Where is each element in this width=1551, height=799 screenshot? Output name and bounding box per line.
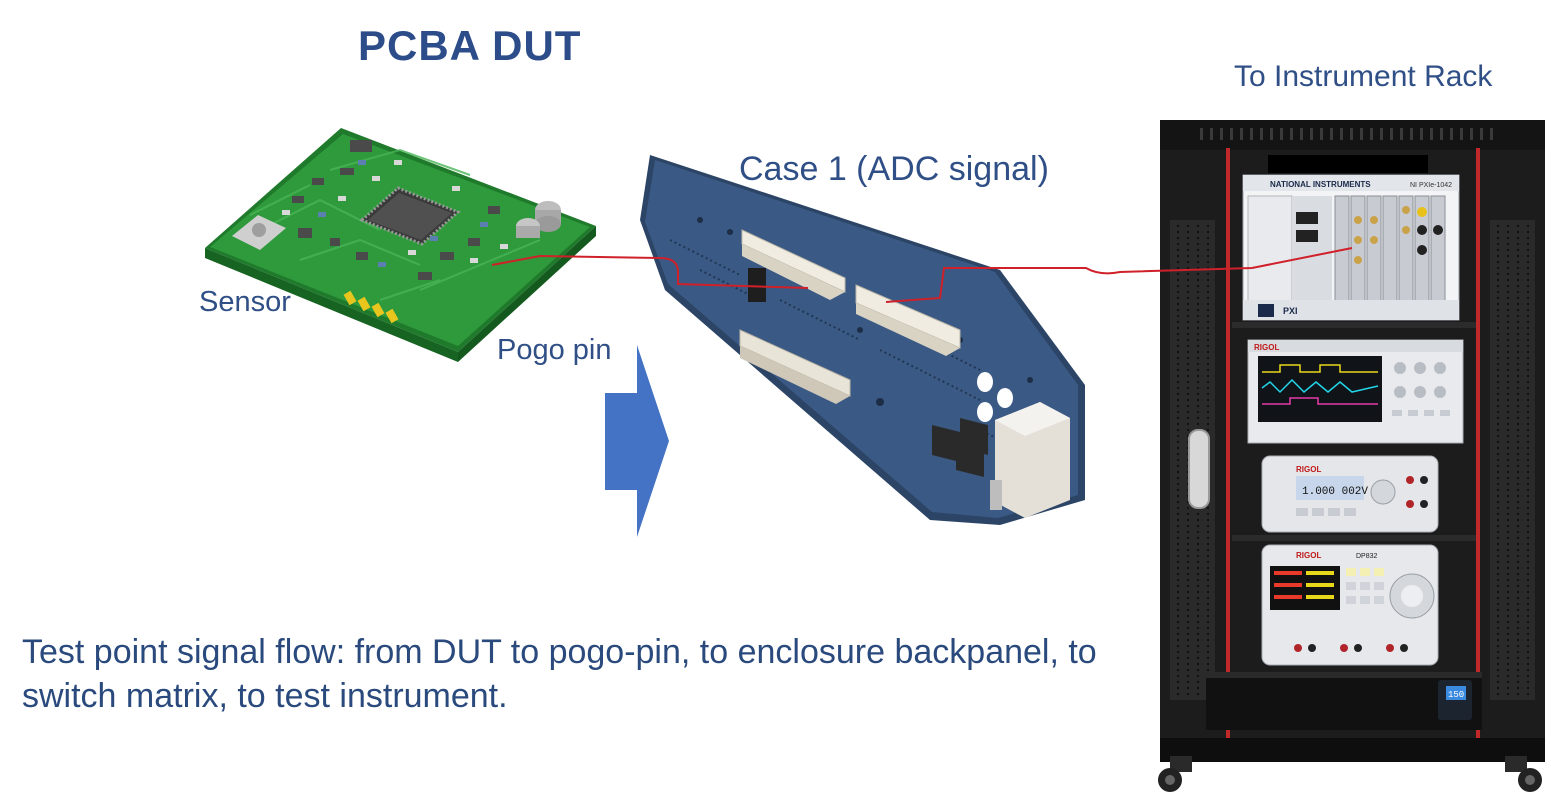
backpanel [640, 155, 1085, 525]
sensor-label: Sensor [199, 286, 291, 318]
power-supply: RIGOL DP832 [1261, 544, 1439, 666]
dmm-brand: RIGOL [1296, 465, 1321, 474]
multimeter: RIGOL 1.000 002V [1261, 455, 1439, 533]
dmm-reading: 1.000 002V [1302, 486, 1368, 498]
pogo-pin-label: Pogo pin [497, 334, 612, 366]
caption: Test point signal flow: from DUT to pogo… [22, 630, 1122, 718]
case-label: Case 1 (ADC signal) [739, 150, 1049, 188]
caption-line-2: switch matrix, to test instrument. [22, 677, 508, 715]
pxi-model: NI PXIe-1042 [1410, 182, 1452, 189]
pxi-badge: PXI [1283, 306, 1298, 316]
psu-model: DP832 [1356, 553, 1378, 560]
pxi-chassis: NATIONAL INSTRUMENTS NI PXIe-1042 PXI [1242, 174, 1460, 321]
ups-unit: 150 [1206, 672, 1482, 730]
psu-brand: RIGOL [1296, 551, 1321, 560]
pxi-brand: NATIONAL INSTRUMENTS [1270, 180, 1371, 189]
caption-line-1: Test point signal flow: from DUT to pogo… [22, 633, 1097, 671]
signal-line [491, 247, 1353, 303]
flow-arrow [605, 345, 669, 537]
ups-display: 150 [1448, 690, 1464, 700]
pcba-board [205, 128, 596, 362]
oscilloscope: RIGOL [1247, 339, 1464, 444]
diagram-title: PCBA DUT [358, 22, 582, 69]
scope-brand: RIGOL [1254, 343, 1279, 352]
rack-label: To Instrument Rack [1234, 60, 1493, 93]
